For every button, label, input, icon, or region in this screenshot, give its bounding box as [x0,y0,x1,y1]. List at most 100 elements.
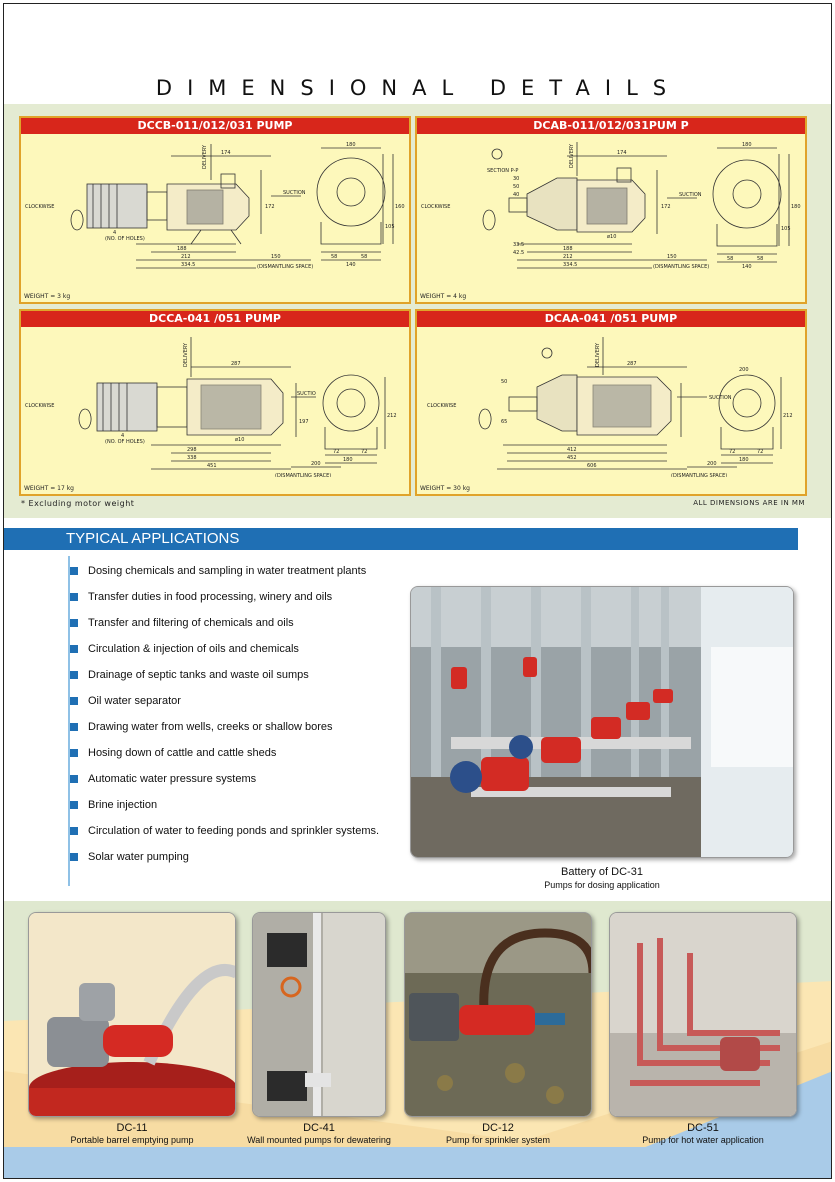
hot-water-pump-image [610,913,796,1116]
photo-dc41 [252,912,386,1117]
drawing-dcaa: CLOCKWISE SUCTION DELIVERY (DISMANTLING … [427,337,793,477]
clockwise-label: CLOCKWISE [421,204,450,210]
bullet-icon [70,723,78,731]
drawing-dcab: CLOCKWISE SUCTION DELIVERY (DISMANTLING … [421,142,801,270]
dim-value: 180 [742,142,752,148]
dim-value: 72 [361,449,367,455]
dim-value: 58 [331,254,337,260]
weight-label: WEIGHT = 17 kg [24,485,74,492]
dim-value: 174 [617,150,627,156]
dim-panel-dcab: DCAB-011/012/031PUM P [415,116,807,304]
bullet-icon [70,619,78,627]
battery-photo [410,586,794,858]
dim-value: 33.5 [513,242,524,248]
dim-value: 212 [563,254,573,260]
list-item: Drainage of septic tanks and waste oil s… [70,666,400,684]
photo-dc51 [609,912,797,1117]
photo-model-label: DC-12 [482,1122,514,1134]
dim-value: 172 [265,204,275,210]
dim-value: 4 [113,230,116,236]
dim-value: 72 [757,449,763,455]
dim-value: 180 [791,204,801,210]
list-item: Circulation of water to feeding ponds an… [70,822,400,840]
dim-value: 180 [346,142,356,148]
drawing-dcca: CLOCKWISE SUCTIO DELIVERY (DISMANTLING S… [25,337,397,477]
dim-value: 212 [387,413,397,419]
dim-value: 105 [385,224,395,230]
photo-model-label: DC-41 [303,1122,335,1134]
applications-divider [68,556,70,886]
list-item: Solar water pumping [70,848,400,866]
dim-value: 338 [187,455,197,461]
weight-label: WEIGHT = 30 kg [420,485,470,492]
dim-value: 298 [187,447,197,453]
dim-value: 50 [501,379,507,385]
drawing-dccb: CLOCKWISE SUCTION DELIVERY (DISMANTLING … [25,142,405,270]
bullet-icon [70,775,78,783]
suction-label: SUCTION [283,190,306,196]
dim-value: 58 [727,256,733,262]
photo-dc12 [404,912,592,1117]
panel-heading: DCAA-041 /051 PUMP [417,311,805,327]
holes-label: (NO. OF HOLES) [105,236,145,242]
list-item: Automatic water pressure systems [70,770,400,788]
list-item: Drawing water from wells, creeks or shal… [70,718,400,736]
dim-panel-dccb: DCCB-011/012/031 PUMP [19,116,411,304]
dim-value: 58 [361,254,367,260]
applications-list: Dosing chemicals and sampling in water t… [70,562,400,874]
dim-value: 200 [311,461,321,467]
list-item: Hosing down of cattle and cattle sheds [70,744,400,762]
dim-value: 40 [513,192,519,198]
list-item: Circulation & injection of oils and chem… [70,640,400,658]
bullet-icon [70,567,78,575]
dim-value: 180 [343,457,353,463]
photo-model-label: DC-51 [687,1122,719,1134]
delivery-label: DELIVERY [569,143,575,168]
battery-caption-subtitle: Pumps for dosing application [544,880,660,890]
suction-label: SUCTIO [297,391,316,397]
applications-header-bar [4,528,798,550]
list-item: Oil water separator [70,692,400,710]
dismantling-label: (DISMANTLING SPACE) [671,473,727,477]
bullet-icon [70,749,78,757]
dim-value: 160 [395,204,405,210]
dim-value: 606 [587,463,597,469]
dim-value: 65 [501,419,507,425]
suction-label: SUCTION [679,192,702,198]
delivery-label: DELIVERY [183,342,189,367]
dim-value: 287 [231,361,241,367]
dim-value: 334.5 [563,262,577,268]
battery-caption-title: Battery of DC-31 [561,866,643,878]
brochure-page: DIMENSIONAL DETAILS DCCB-011/012/031 PUM… [3,3,832,1179]
bullet-icon [70,645,78,653]
dim-value: 150 [667,254,677,260]
photo-dc11 [28,912,236,1117]
dim-value: 72 [333,449,339,455]
dim-value: 4 [121,433,124,439]
photo-description: Pump for sprinkler system [445,1135,551,1145]
bullet-icon [70,593,78,601]
clockwise-label: CLOCKWISE [25,204,54,210]
holes-label: (NO. OF HOLES) [105,439,145,445]
page-title: DIMENSIONAL DETAILS [155,76,682,100]
photo-description: Portable barrel emptying pump [70,1135,194,1145]
panel-heading: DCAB-011/012/031PUM P [417,118,805,134]
delivery-label: DELIVERY [202,144,208,169]
dim-panel-dcca: DCCA-041 /051 PUMP [19,309,411,496]
pump-battery-image [411,587,793,857]
dim-value: 212 [181,254,191,260]
dim-value: 334.5 [181,262,195,268]
dismantling-label: (DISMANTLING SPACE) [653,264,709,270]
clockwise-label: CLOCKWISE [25,403,54,409]
photo-model-label: DC-11 [116,1122,148,1134]
dim-value: 30 [513,176,519,182]
sprinkler-pump-image [405,913,591,1116]
dim-value: 188 [563,246,573,252]
dim-value: 188 [177,246,187,252]
dim-value: 140 [742,264,752,270]
bullet-icon [70,827,78,835]
delivery-label: DELIVERY [595,342,601,367]
list-item: Transfer duties in food processing, wine… [70,588,400,606]
dim-value: 200 [739,367,749,373]
dismantling-label: (DISMANTLING SPACE) [275,473,331,477]
